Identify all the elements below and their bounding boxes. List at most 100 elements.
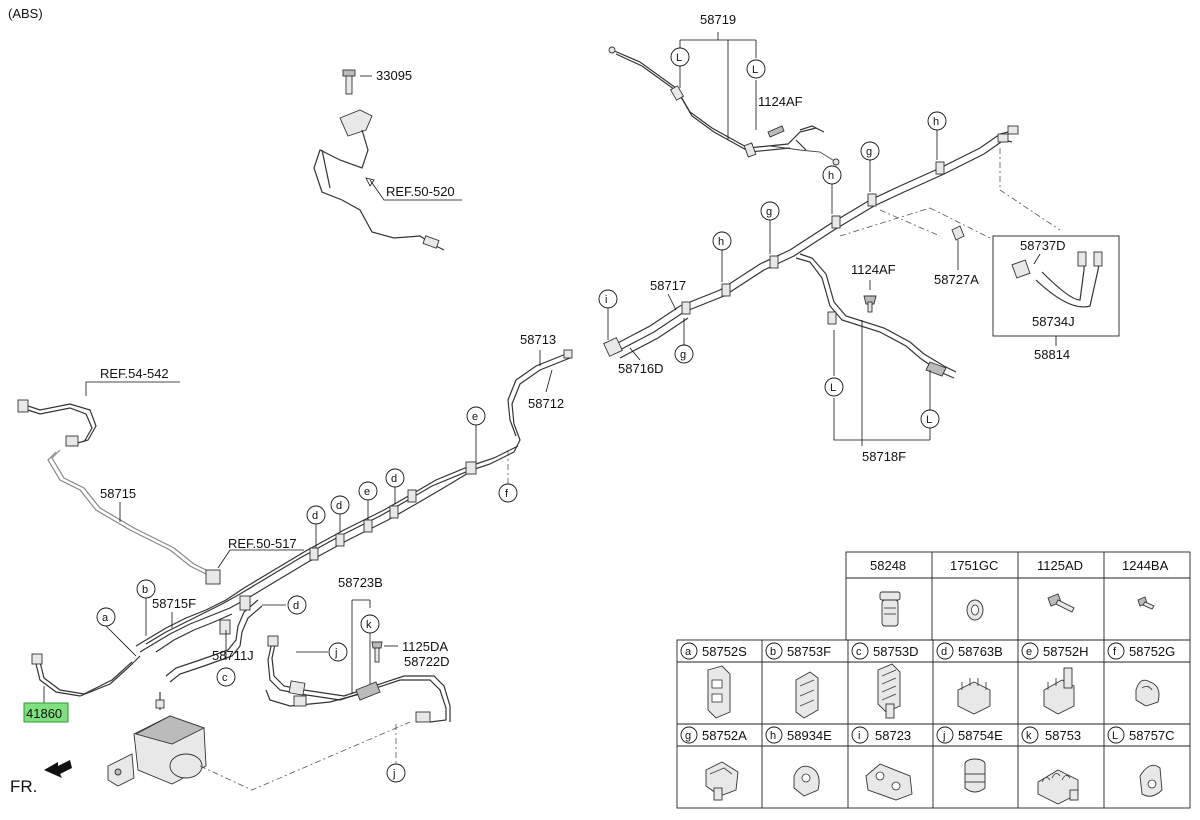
grommet-icon: [964, 758, 986, 793]
front-arrow-icon: [44, 760, 72, 778]
legend-part-58757C: 58757C: [1129, 728, 1175, 743]
front-direction-label: FR.: [10, 777, 37, 796]
clip-icon: [793, 765, 820, 797]
label-1124AF-mid: 1124AF: [851, 262, 896, 277]
svg-text:g: g: [685, 730, 691, 742]
clip-icon: [1037, 769, 1079, 805]
legend-part-58752S: 58752S: [702, 644, 747, 659]
legend-part-58723: 58723: [875, 728, 911, 743]
svg-text:c: c: [222, 672, 228, 684]
legend-part-58752A: 58752A: [702, 728, 747, 743]
svg-text:h: h: [718, 236, 724, 248]
clip-icon: [1043, 667, 1075, 715]
label-58718F: 58718F: [862, 449, 906, 464]
clip-icon: [957, 678, 991, 715]
legend-part-58753F: 58753F: [787, 644, 831, 659]
label-58814: 58814: [1034, 347, 1070, 362]
legend-part-58934E: 58934E: [787, 728, 832, 743]
svg-text:g: g: [766, 206, 772, 218]
label-1125DA: 1125DA: [402, 639, 448, 654]
svg-text:f: f: [505, 488, 509, 500]
svg-text:b: b: [770, 646, 776, 658]
svg-text:e: e: [472, 411, 478, 423]
label-58711J: 58711J: [212, 648, 254, 663]
rear-line-58719: [608, 46, 840, 166]
label-58715F: 58715F: [152, 596, 196, 611]
legend-part-58753: 58753: [1045, 728, 1081, 743]
svg-text:L: L: [676, 52, 682, 64]
svg-text:d: d: [293, 600, 299, 612]
svg-text:g: g: [866, 146, 872, 158]
front-brake-lines: [135, 445, 519, 683]
svg-text:h: h: [933, 116, 939, 128]
clip-icon: [1139, 764, 1163, 797]
screw-icon: [1137, 596, 1155, 610]
wheel-speed-sensor: [313, 69, 445, 251]
front-hose-58715: [17, 399, 221, 585]
svg-text:j: j: [942, 730, 945, 742]
label-58716D: 58716D: [618, 361, 664, 376]
highlighted-part-label[interactable]: [23, 702, 69, 723]
hose-41860: [31, 653, 141, 697]
svg-text:i: i: [858, 730, 860, 742]
label-58717: 58717: [650, 278, 686, 293]
label-58722D: 58722D: [404, 654, 450, 669]
svg-text:a: a: [102, 612, 109, 624]
line-58722D: [265, 635, 451, 723]
clip-icon: [877, 663, 901, 719]
legend-part-1244BA: 1244BA: [1122, 558, 1169, 573]
bolt-icon: [1047, 593, 1075, 613]
washer-icon: [966, 599, 984, 621]
abs-modulator: [107, 692, 207, 787]
parts-legend-table: [676, 551, 1191, 809]
label-1124AF-top: 1124AF: [758, 94, 803, 109]
legend-part-58754E: 58754E: [958, 728, 1003, 743]
clip-icon: [1135, 679, 1160, 707]
svg-text:i: i: [605, 294, 607, 306]
svg-text:k: k: [1026, 730, 1032, 742]
legend-part-1125AD: 1125AD: [1037, 558, 1083, 573]
svg-text:j: j: [392, 768, 395, 780]
label-58713: 58713: [520, 332, 556, 347]
svg-text:d: d: [391, 473, 397, 485]
label-58727A: 58727A: [934, 272, 979, 287]
legend-part-1751GC: 1751GC: [950, 558, 998, 573]
legend-part-58753D: 58753D: [873, 644, 919, 659]
svg-text:a: a: [685, 646, 692, 658]
svg-text:c: c: [856, 646, 862, 658]
svg-text:e: e: [364, 486, 370, 498]
svg-text:j: j: [334, 647, 337, 659]
svg-text:g: g: [680, 349, 686, 361]
svg-text:k: k: [366, 619, 372, 631]
plug-icon: [879, 591, 901, 627]
label-58715: 58715: [100, 486, 136, 501]
label-41860[interactable]: 41860: [26, 706, 62, 721]
legend-part-58752G: 58752G: [1129, 644, 1175, 659]
svg-text:d: d: [336, 500, 342, 512]
label-ref-50-520: REF.50-520: [386, 184, 455, 199]
label-ref-54-542: REF.54-542: [100, 366, 169, 381]
svg-text:h: h: [770, 730, 776, 742]
svg-text:L: L: [1112, 730, 1118, 742]
main-brake-lines: [603, 125, 1019, 359]
label-58723B: 58723B: [338, 575, 383, 590]
clip-icon: [795, 671, 819, 719]
label-ref-50-517: REF.50-517: [228, 536, 297, 551]
label-58734J: 58734J: [1032, 314, 1075, 329]
clip-icon: [705, 761, 739, 801]
svg-text:L: L: [830, 382, 836, 394]
diagram-title: (ABS): [8, 6, 43, 21]
callout-L: [670, 47, 690, 67]
rear-line-58718F: [795, 253, 957, 379]
svg-text:L: L: [926, 414, 932, 426]
callout-L: [746, 59, 766, 79]
bracket-icon: [865, 763, 913, 801]
label-58712: 58712: [528, 396, 564, 411]
svg-text:d: d: [312, 510, 318, 522]
flex-hoses: [1011, 251, 1103, 308]
svg-text:d: d: [941, 646, 947, 658]
svg-text:e: e: [1026, 646, 1032, 658]
legend-part-58763B: 58763B: [958, 644, 1003, 659]
label-58737D: 58737D: [1020, 238, 1066, 253]
svg-text:L: L: [752, 64, 758, 76]
